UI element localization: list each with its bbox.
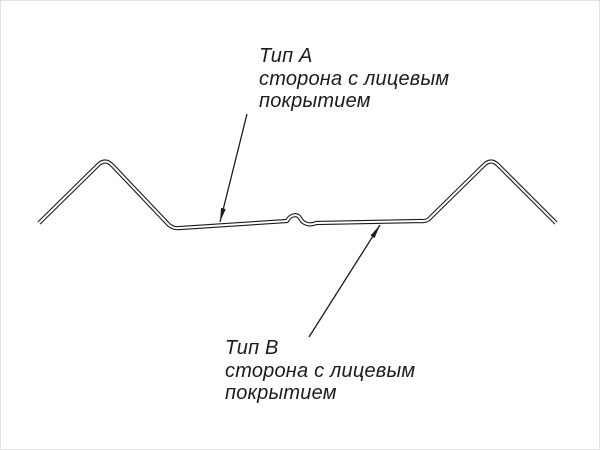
profile-sheet-core [38, 160, 557, 230]
leader-line-type-a [219, 113, 248, 223]
leader-line-type-b [308, 224, 381, 338]
type-a-description-line2: покрытием [259, 90, 371, 112]
type-b-description-line1: сторона с лицевым [225, 360, 416, 382]
type-a-title: Тип A [259, 45, 313, 67]
type-a-description-line1: сторона с лицевым [259, 68, 450, 90]
type-b-label: Тип B сторона с лицевым покрытием [225, 337, 415, 404]
type-b-title: Тип B [225, 337, 279, 359]
type-a-label: Тип A сторона с лицевым покрытием [259, 45, 449, 112]
type-b-description-line2: покрытием [225, 382, 337, 404]
